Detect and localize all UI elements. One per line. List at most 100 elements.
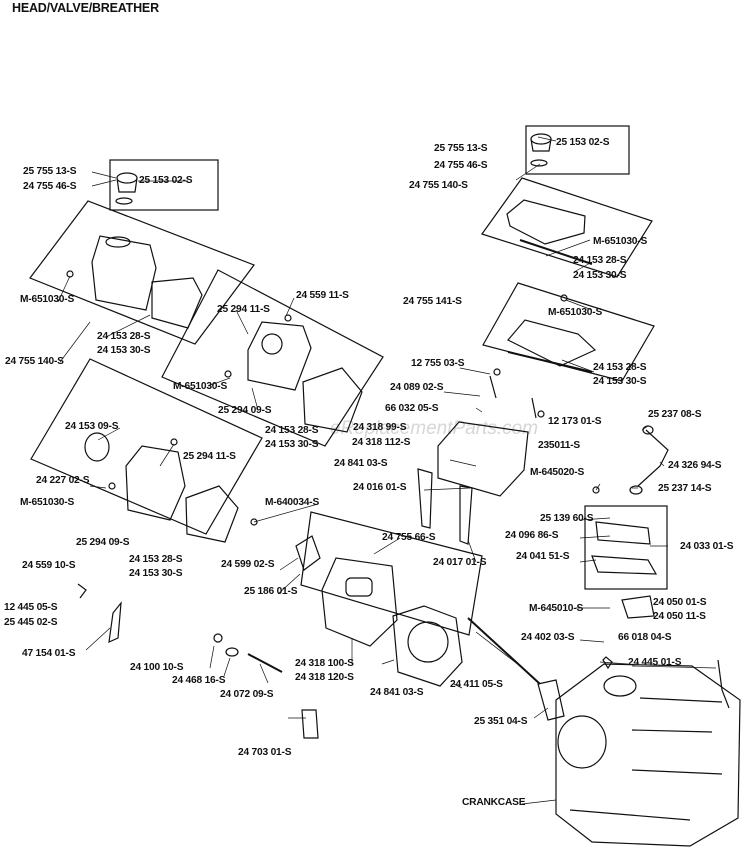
oil-cap-left — [116, 172, 138, 184]
part-label: M-651030-S — [20, 497, 75, 508]
push-rod — [467, 617, 541, 685]
part-label: 24 318 112-S — [352, 437, 411, 448]
valve-cover-left-part — [91, 235, 157, 311]
part-label: 24 153 30-S — [129, 568, 183, 579]
part-label: 24 153 09-S — [65, 421, 119, 432]
part-label: M-640034-S — [265, 497, 320, 508]
part-label: 24 318 100-S — [295, 658, 354, 669]
part-label: 25 237 08-S — [648, 409, 702, 420]
part-label: 24 100 10-S — [130, 662, 184, 673]
part-label: 25 153 02-S — [139, 175, 193, 186]
part-label: M-651030-S — [548, 307, 603, 318]
crankcase-block — [555, 663, 741, 847]
valve-cover-panel-lower-left — [30, 358, 263, 535]
cylinder-head-right — [437, 421, 529, 497]
part-label: 66 018 04-S — [618, 632, 672, 643]
part-label: 24 468 16-S — [172, 675, 226, 686]
head-gasket — [392, 605, 463, 687]
part-label: 25 237 14-S — [658, 483, 712, 494]
part-label: 24 153 30-S — [573, 270, 627, 281]
part-label: 24 033 01-S — [680, 541, 734, 552]
part-label: 24 755 141-S — [403, 296, 462, 307]
part-label: 25 139 60-S — [540, 513, 594, 524]
breather-panel-box — [584, 505, 668, 590]
part-label: M-645020-S — [530, 467, 585, 478]
part-label: 24 153 28-S — [265, 425, 319, 436]
part-label: CRANKCASE — [462, 797, 526, 808]
valve-cover-lower-part — [125, 445, 186, 521]
part-label: 24 755 66-S — [382, 532, 436, 543]
part-label: 24 841 03-S — [370, 687, 424, 698]
part-label: 24 402 03-S — [521, 632, 575, 643]
part-label: 24 050 11-S — [653, 611, 706, 622]
diagram-title: HEAD/VALVE/BREATHER — [12, 1, 159, 15]
part-label: 25 294 09-S — [218, 405, 272, 416]
valve-cover-panel-right-top — [481, 177, 653, 278]
part-label: 25 153 02-S — [556, 137, 610, 148]
oil-cap-box-left — [109, 159, 219, 211]
part-label: 24 153 30-S — [97, 345, 151, 356]
part-label: 24 318 120-S — [295, 672, 354, 683]
valve-guide — [301, 709, 319, 739]
valve-cover-right-top-part — [506, 199, 586, 245]
gasket-lower — [185, 485, 239, 543]
part-label: 25 294 11-S — [217, 304, 270, 315]
part-label: 24 017 01-S — [433, 557, 487, 568]
cylinder-head-left — [321, 557, 398, 647]
part-label: 12 173 01-S — [548, 416, 602, 427]
breather-reed — [595, 521, 651, 545]
part-label: 12 445 05-S — [4, 602, 58, 613]
part-label: 24 326 94-S — [668, 460, 722, 471]
part-label: 24 755 46-S — [23, 181, 77, 192]
part-label: 24 050 01-S — [653, 597, 707, 608]
part-label: 24 703 01-S — [238, 747, 292, 758]
breather-cover-small — [621, 595, 655, 619]
shim-small — [108, 601, 122, 643]
valve-cover-panel-left — [29, 200, 255, 345]
part-label: 24 153 30-S — [593, 376, 647, 387]
part-label: 235011-S — [538, 440, 581, 451]
cylinder-head-panel — [300, 511, 483, 636]
part-label: 24 153 28-S — [573, 255, 627, 266]
rocker-arm — [295, 535, 321, 571]
gasket-mid — [302, 367, 363, 433]
part-label: 25 445 02-S — [4, 617, 58, 628]
part-label: M-645010-S — [529, 603, 584, 614]
oring-lower — [84, 432, 110, 462]
valve-cover-panel-mid — [161, 269, 384, 447]
part-label: 24 153 30-S — [265, 439, 319, 450]
part-label: M-651030-S — [173, 381, 228, 392]
part-label: 24 041 51-S — [516, 551, 570, 562]
tappet — [537, 679, 565, 721]
dipstick — [717, 659, 730, 709]
part-label: M-651030-S — [593, 236, 648, 247]
part-label: 25 294 11-S — [183, 451, 236, 462]
part-label: 24 559 10-S — [22, 560, 76, 571]
part-label: 24 755 140-S — [5, 356, 64, 367]
oil-cap-box-right — [525, 125, 630, 175]
part-label: 24 318 99-S — [353, 422, 407, 433]
part-label: 24 089 02-S — [390, 382, 444, 393]
part-label: 24 599 02-S — [221, 559, 275, 570]
part-label: 24 227 02-S — [36, 475, 90, 486]
part-label: 24 559 11-S — [296, 290, 349, 301]
valve-cover-right-mid-part — [507, 319, 597, 367]
part-label: 24 445 01-S — [628, 657, 682, 668]
part-label: 24 153 28-S — [97, 331, 151, 342]
part-label: 12 755 03-S — [411, 358, 465, 369]
part-label: 25 351 04-S — [474, 716, 528, 727]
part-label: 24 755 140-S — [409, 180, 468, 191]
valve-cover-mid-part — [247, 321, 312, 391]
part-label: 25 755 13-S — [23, 166, 77, 177]
part-label: 25 755 13-S — [434, 143, 488, 154]
part-label: 24 072 09-S — [220, 689, 274, 700]
part-label: 25 186 01-S — [244, 586, 298, 597]
part-label: 47 154 01-S — [22, 648, 76, 659]
part-label: 24 411 05-S — [450, 679, 503, 690]
gasket-left — [151, 277, 203, 329]
breather-tube — [637, 429, 669, 487]
part-label: 24 153 28-S — [129, 554, 183, 565]
part-label: 66 032 05-S — [385, 403, 439, 414]
